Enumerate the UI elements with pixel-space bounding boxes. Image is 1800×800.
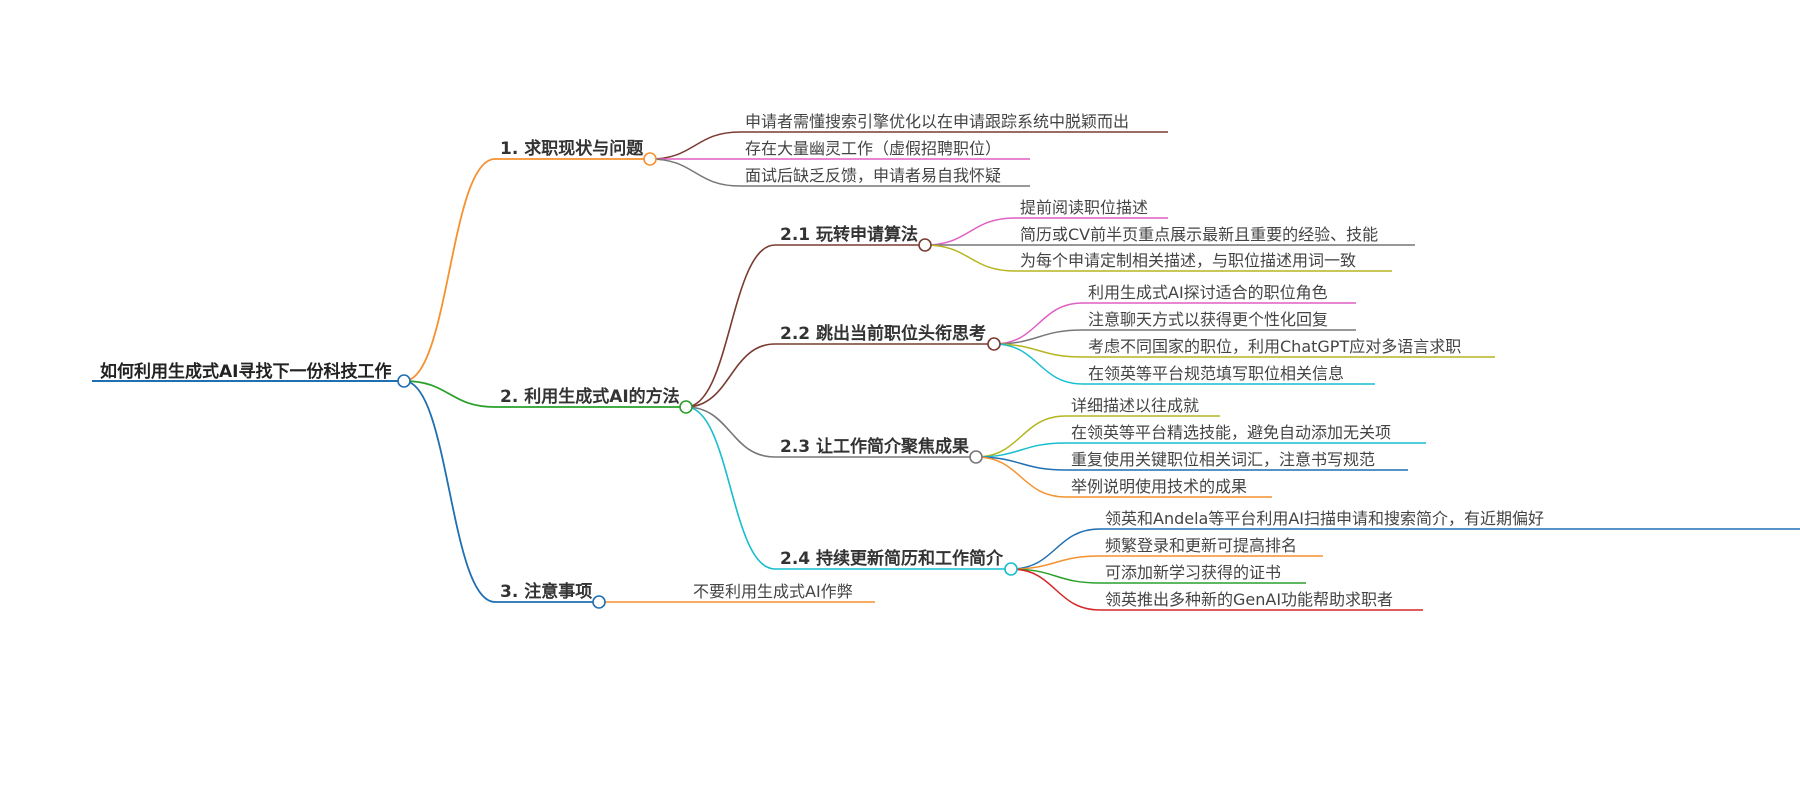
edge-sub-2-4-leaf-3 xyxy=(1010,568,1101,584)
edge-branch-1-leaf-3 xyxy=(649,158,741,187)
leaf-2-2-4[interactable]: 在领英等平台规范填写职位相关信息 xyxy=(1088,364,1344,383)
edge-branch-2-sub-4 xyxy=(685,406,776,570)
leaf-2-3-2[interactable]: 在领英等平台精选技能，避免自动添加无关项 xyxy=(1071,423,1391,442)
leaf-2-2-2[interactable]: 注意聊天方式以获得更个性化回复 xyxy=(1088,310,1328,329)
edge-sub-2-4-leaf-4 xyxy=(1010,568,1101,611)
branch-2-topic[interactable]: 2. 利用生成式AI的方法 xyxy=(500,386,680,407)
branch-1-node[interactable] xyxy=(643,152,657,166)
edge-sub-2-1-leaf-1 xyxy=(924,217,1016,246)
connector-layer xyxy=(92,131,1800,611)
edge-root-branch-2 xyxy=(403,380,496,408)
branch-1-topic[interactable]: 1. 求职现状与问题 xyxy=(500,138,644,159)
edge-sub-2-2-leaf-1 xyxy=(993,302,1084,345)
label-layer: 如何利用生成式AI寻找下一份科技工作 1. 求职现状与问题 2. 利用生成式AI… xyxy=(100,112,1544,609)
sub-2-2-node[interactable] xyxy=(987,337,1001,351)
leaf-3-1[interactable]: 不要利用生成式AI作弊 xyxy=(693,582,853,601)
leaf-2-3-4[interactable]: 举例说明使用技术的成果 xyxy=(1071,477,1247,496)
leaf-2-1-1[interactable]: 提前阅读职位描述 xyxy=(1020,198,1148,217)
edge-sub-2-4-leaf-1 xyxy=(1010,528,1101,570)
leaf-2-4-1[interactable]: 领英和Andela等平台利用AI扫描申请和搜索简介，有近期偏好 xyxy=(1105,509,1544,528)
root-topic[interactable]: 如何利用生成式AI寻找下一份科技工作 xyxy=(100,361,391,382)
edge-sub-2-3-leaf-2 xyxy=(975,442,1067,458)
sub-2-3-topic[interactable]: 2.3 让工作简介聚焦成果 xyxy=(780,436,969,457)
sub-2-1-topic[interactable]: 2.1 玩转申请算法 xyxy=(780,224,918,245)
sub-2-2-topic[interactable]: 2.2 跳出当前职位头衔思考 xyxy=(780,323,986,344)
edge-root-branch-1 xyxy=(403,158,496,382)
leaf-2-2-1[interactable]: 利用生成式AI探讨适合的职位角色 xyxy=(1088,283,1328,302)
leaf-2-3-1[interactable]: 详细描述以往成就 xyxy=(1071,396,1199,415)
sub-2-4-topic[interactable]: 2.4 持续更新简历和工作简介 xyxy=(780,548,1004,569)
edge-sub-2-2-leaf-2 xyxy=(993,329,1084,345)
leaf-1-2[interactable]: 存在大量幽灵工作（虚假招聘职位） xyxy=(745,139,1001,158)
node-layer xyxy=(397,152,1018,609)
leaf-2-3-3[interactable]: 重复使用关键职位相关词汇，注意书写规范 xyxy=(1071,450,1375,469)
edge-sub-2-2-leaf-3 xyxy=(993,343,1084,358)
edge-sub-2-3-leaf-4 xyxy=(975,456,1067,498)
edge-sub-2-2-leaf-4 xyxy=(993,343,1084,385)
edge-branch-2-sub-2 xyxy=(685,343,776,408)
leaf-2-1-2[interactable]: 简历或CV前半页重点展示最新且重要的经验、技能 xyxy=(1020,225,1378,244)
leaf-2-4-3[interactable]: 可添加新学习获得的证书 xyxy=(1105,563,1281,582)
sub-2-4-node[interactable] xyxy=(1004,562,1018,576)
leaf-2-2-3[interactable]: 考虑不同国家的职位，利用ChatGPT应对多语言求职 xyxy=(1088,337,1461,356)
branch-2-node[interactable] xyxy=(679,400,693,414)
sub-2-3-node[interactable] xyxy=(969,450,983,464)
edge-branch-2-sub-3 xyxy=(685,406,776,458)
edge-branch-1-leaf-1 xyxy=(649,131,741,160)
edge-root-branch-3 xyxy=(403,380,496,603)
root-node[interactable] xyxy=(397,374,411,388)
leaf-1-3[interactable]: 面试后缺乏反馈，申请者易自我怀疑 xyxy=(745,166,1001,185)
sub-2-1-node[interactable] xyxy=(918,238,932,252)
edge-sub-2-3-leaf-3 xyxy=(975,456,1067,471)
leaf-1-1[interactable]: 申请者需懂搜索引擎优化以在申请跟踪系统中脱颖而出 xyxy=(745,112,1129,131)
edge-sub-2-1-leaf-3 xyxy=(924,244,1016,272)
edge-sub-2-4-leaf-2 xyxy=(1010,555,1101,570)
edge-sub-2-3-leaf-1 xyxy=(975,415,1067,458)
leaf-2-4-2[interactable]: 频繁登录和更新可提高排名 xyxy=(1105,536,1297,555)
branch-3-node[interactable] xyxy=(592,595,606,609)
branch-3-topic[interactable]: 3. 注意事项 xyxy=(500,581,592,602)
leaf-2-4-4[interactable]: 领英推出多种新的GenAI功能帮助求职者 xyxy=(1105,590,1393,609)
edge-branch-2-sub-1 xyxy=(685,244,776,408)
leaf-2-1-3[interactable]: 为每个申请定制相关描述，与职位描述用词一致 xyxy=(1020,251,1356,270)
